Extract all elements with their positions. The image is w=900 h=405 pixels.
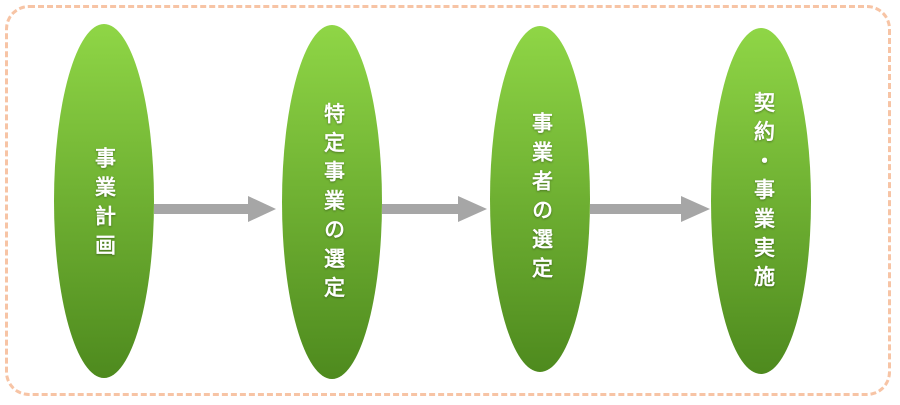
step-label-3: 事業者の選定 (529, 112, 554, 286)
step-label-1: 事業計画 (92, 147, 117, 263)
arrow-1 (154, 196, 276, 222)
step-label-4: 契約・事業実施 (751, 91, 776, 295)
step-label-2: 特定事業の選定 (321, 102, 346, 306)
step-node-2 (282, 25, 382, 379)
step-node-4 (711, 28, 811, 374)
step-node-3 (490, 26, 590, 372)
arrow-3 (590, 196, 710, 222)
step-node-1 (54, 24, 154, 378)
dashed-frame (5, 5, 891, 396)
arrow-2 (382, 196, 487, 222)
